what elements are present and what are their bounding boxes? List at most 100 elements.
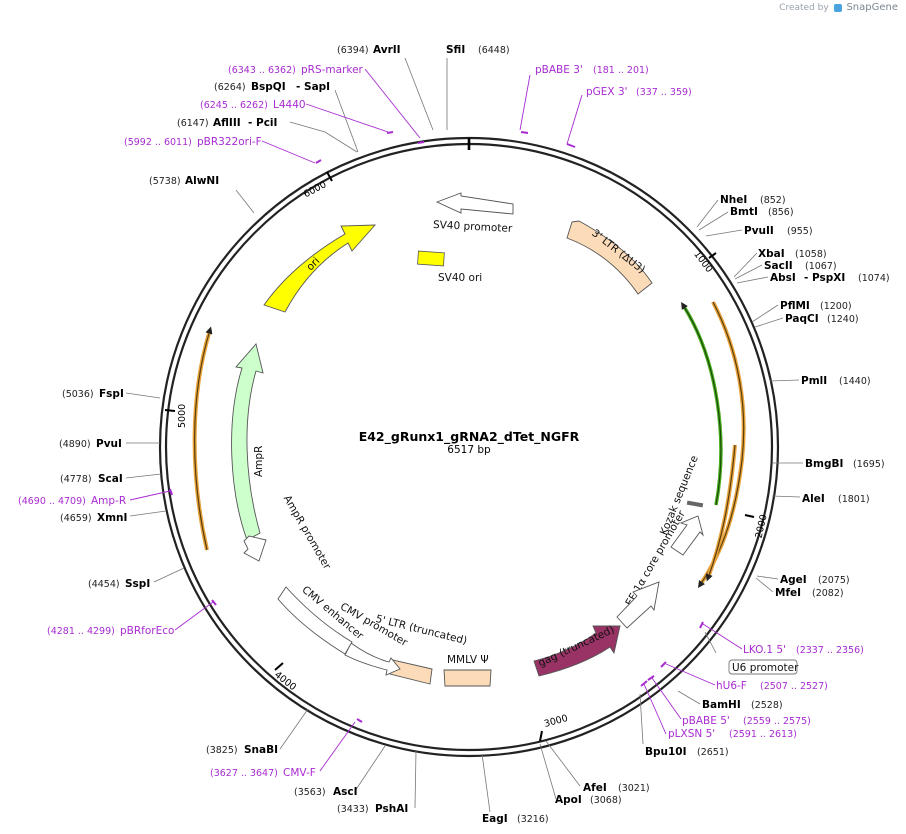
svg-text:3000: 3000 [543,713,569,730]
svg-text:(181 .. 201): (181 .. 201) [593,65,649,76]
credit-prefix: Created by [779,3,829,13]
svg-text:pBABE 5': pBABE 5' [682,715,730,727]
svg-text:EagI: EagI [482,813,508,825]
svg-text:(5992 .. 6011): (5992 .. 6011) [124,137,192,148]
primer-pbabe-5: pBABE 5' (2559 .. 2575) [682,715,811,727]
svg-text:(1058): (1058) [795,249,827,260]
svg-text:XbaI: XbaI [758,248,785,260]
svg-text:(2528): (2528) [751,700,783,711]
svg-text:(6264): (6264) [214,82,246,93]
enzyme-bspqi: (6264) BspQI - SapI [214,81,330,93]
primer-leaders [129,68,743,772]
snapgene-logo-icon [833,3,842,12]
svg-text:1000: 1000 [691,249,714,275]
enzyme-afliii: (6147) AflIII - PciI [177,117,277,129]
cmv-promoter-arrow [344,642,401,676]
tick-2000: 2000 [744,513,770,539]
enzyme-fspi: (5036)FspI [62,388,124,400]
plasmid-size: 6517 bp [447,444,491,456]
u6-promoter-box: U6 promoter [728,659,799,675]
svg-text:(6245 .. 6262): (6245 .. 6262) [200,100,268,111]
svg-text:AscI: AscI [333,786,358,798]
primer-cmv-f: (3627 .. 3647)CMV-F [210,767,316,779]
svg-text:(6394): (6394) [337,45,369,56]
svg-text:AflIII: AflIII [213,117,241,129]
svg-text:(2651): (2651) [697,747,729,758]
svg-text:(5738): (5738) [149,176,181,187]
svg-text:- SapI: - SapI [296,81,330,93]
svg-text:(2591 .. 2613): (2591 .. 2613) [729,729,797,740]
primer-pbrforeco: (4281 .. 4299) pBRforEco [47,625,174,637]
svg-text:(3825): (3825) [206,745,238,756]
svg-text:(2507 .. 2527): (2507 .. 2527) [760,681,828,692]
ampr-label: AmpR [253,446,265,477]
svg-text:(955): (955) [787,226,813,237]
primer-pgex-3: pGEX 3' (337 .. 359) [586,86,692,98]
plasmid-name: E42_gRunx1_gRNA2_dTet_NGFR [359,429,580,445]
enzyme-agei: AgeI(2075) [780,574,850,586]
sv40-promoter-label: SV40 promoter [433,219,513,235]
svg-text:5000: 5000 [177,404,188,428]
svg-text:Bpu10I: Bpu10I [645,746,687,758]
svg-text:(2075): (2075) [818,575,850,586]
svg-text:(4281 .. 4299): (4281 .. 4299) [47,626,115,637]
svg-text:CMV-F: CMV-F [283,767,316,779]
svg-text:SfiI: SfiI [446,44,465,56]
svg-text:(852): (852) [760,195,786,206]
svg-text:PshAI: PshAI [375,803,408,815]
svg-text:(2559 .. 2575): (2559 .. 2575) [743,716,811,727]
svg-text:MfeI: MfeI [775,587,801,599]
svg-text:PvuII: PvuII [744,225,774,237]
svg-text:(856): (856) [768,207,794,218]
sv40-ori-box [417,250,445,267]
enzyme-sacii: SacII(1067) [764,260,837,272]
enzyme-bpu10i: Bpu10I (2651) [645,746,729,758]
svg-text:(2337 .. 2356): (2337 .. 2356) [796,645,864,656]
svg-text:ApoI: ApoI [555,794,582,806]
primer-lko1-5: LKO.1 5'(2337 .. 2356) [743,644,864,656]
svg-text:BmtI: BmtI [730,206,758,218]
svg-text:(4454): (4454) [88,579,120,590]
primer-hu6-f: hU6-F(2507 .. 2527) [716,680,828,692]
primer-l4440: (6245 .. 6262)L4440 [200,99,306,111]
svg-text:SnaBI: SnaBI [244,744,278,756]
kozak-box [686,500,704,508]
svg-text:PmlI: PmlI [801,375,827,387]
enzyme-pmli: PmlI(1440) [801,375,871,387]
svg-text:(3216): (3216) [517,814,549,825]
svg-text:AlwNI: AlwNI [185,175,219,187]
ori-arrow [263,224,377,313]
tick-5000: 5000 [164,404,188,428]
svg-text:- PciI: - PciI [248,117,277,129]
svg-text:(3563): (3563) [294,787,326,798]
svg-text:pGEX 3': pGEX 3' [586,86,628,98]
enzyme-asci: (3563) AscI [294,786,358,798]
ampr-promoter-arrow [243,535,267,562]
tick-6000: 6000 [302,171,333,200]
svg-text:pLXSN 5': pLXSN 5' [668,728,715,740]
enzyme-alwni: (5738) AlwNI [149,175,219,187]
enzyme-nhei: NheI(852) [720,194,786,206]
svg-text:(1695): (1695) [853,459,885,470]
cmv-enhancer-box [277,586,353,655]
svg-text:AvrII: AvrII [373,44,401,56]
svg-text:(337 .. 359): (337 .. 359) [636,87,692,98]
svg-text:XmnI: XmnI [97,512,127,524]
credit-brand: SnapGene [846,2,898,13]
enzyme-bamhi: BamHI(2528) [702,699,783,711]
enzyme-pflmi: PflMI(1200) [780,300,852,312]
svg-text:pBRforEco: pBRforEco [120,625,174,637]
svg-text:(1200): (1200) [820,301,852,312]
leader-lines [125,57,803,813]
svg-text:pRS-marker: pRS-marker [301,64,364,76]
svg-text:ScaI: ScaI [98,473,123,485]
svg-text:(6147): (6147) [177,118,209,129]
svg-text:- PspXI: - PspXI [804,272,845,284]
enzyme-absi: AbsI- PspXI(1074) [770,272,890,284]
svg-text:BspQI: BspQI [251,81,286,93]
enzyme-apoi: ApoI(3068) [555,794,622,806]
u6-promoter-label: U6 promoter [732,662,799,674]
enzyme-bmti: BmtI (856) [730,206,794,218]
enzyme-snabi: (3825) SnaBI [206,744,278,756]
